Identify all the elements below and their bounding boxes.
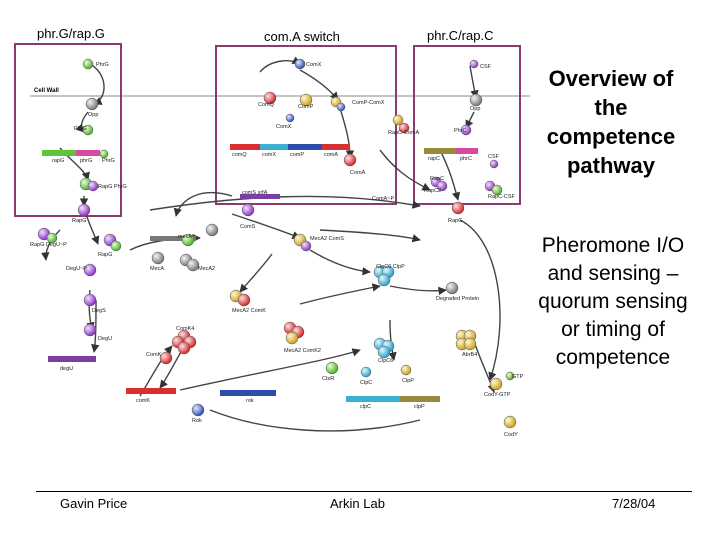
- svg-text:ClpP: ClpP: [402, 378, 414, 384]
- diagram-labels: PhrG Opp PhrG rapG phrG PhrG RapG PhrG R…: [30, 62, 524, 438]
- label-phrg-rapg: phr.G/rap.G: [37, 26, 105, 41]
- svg-text:ComA~P: ComA~P: [372, 196, 394, 202]
- slide-title: Overview of the competence pathway: [546, 66, 676, 178]
- svg-text:RapG: RapG: [72, 218, 86, 224]
- svg-text:comP: comP: [290, 152, 304, 158]
- svg-text:CSF: CSF: [488, 154, 500, 160]
- svg-text:MecA2 ComK2: MecA2 ComK2: [284, 348, 321, 354]
- svg-text:ComX: ComX: [306, 62, 322, 68]
- svg-text:RapG PhrG: RapG PhrG: [98, 184, 127, 190]
- svg-text:MecA2 ComS: MecA2 ComS: [310, 236, 344, 242]
- svg-text:ComX: ComX: [276, 124, 292, 130]
- svg-text:comX: comX: [262, 152, 276, 158]
- svg-text:CSF: CSF: [480, 64, 492, 70]
- svg-text:ClpC: ClpC: [360, 380, 372, 386]
- svg-text:phrG: phrG: [80, 158, 92, 164]
- svg-text:phrC: phrC: [460, 156, 472, 162]
- box-phrg-rapg: [14, 43, 122, 217]
- svg-text:RapG DegU~P: RapG DegU~P: [30, 242, 67, 248]
- svg-text:PhrG: PhrG: [74, 126, 87, 132]
- footer-divider: [36, 491, 692, 492]
- svg-text:ClpC6 ClpP: ClpC6 ClpP: [376, 264, 405, 270]
- svg-text:PhrC: PhrC: [454, 128, 467, 134]
- svg-text:rapC: rapC: [428, 156, 440, 162]
- svg-text:comA: comA: [324, 152, 338, 158]
- svg-text:ComK: ComK: [146, 352, 162, 358]
- svg-text:rapG: rapG: [52, 158, 64, 164]
- svg-text:Opp: Opp: [88, 112, 98, 118]
- svg-text:Rok: Rok: [192, 418, 202, 424]
- svg-text:CodY: CodY: [504, 432, 518, 438]
- svg-text:PhrG: PhrG: [102, 158, 115, 164]
- gene-bars: [42, 144, 478, 402]
- svg-text:mecA: mecA: [178, 234, 192, 240]
- svg-text:ComA: ComA: [350, 170, 366, 176]
- svg-text:MecA: MecA: [150, 266, 164, 272]
- svg-text:ComS: ComS: [240, 224, 256, 230]
- svg-text:DegU~P: DegU~P: [66, 266, 87, 272]
- footer-lab: Arkin Lab: [330, 496, 385, 511]
- svg-text:DegU: DegU: [98, 336, 112, 342]
- svg-text:ClpC6: ClpC6: [378, 358, 393, 364]
- svg-text:MecA2: MecA2: [198, 266, 215, 272]
- svg-text:Degraded Protein: Degraded Protein: [436, 296, 479, 302]
- svg-text:ComQ: ComQ: [258, 102, 275, 108]
- svg-text:Opp: Opp: [470, 106, 480, 112]
- svg-text:comK: comK: [136, 398, 150, 404]
- svg-text:ComP: ComP: [298, 104, 314, 110]
- svg-text:RapC2: RapC2: [424, 188, 441, 194]
- svg-text:ComP-ComX: ComP-ComX: [352, 100, 385, 106]
- footer-author: Gavin Price: [60, 496, 128, 511]
- svg-text:GTP: GTP: [512, 374, 524, 380]
- svg-text:RapG: RapG: [448, 218, 462, 224]
- box-coma-switch: [215, 45, 397, 205]
- svg-text:DegS: DegS: [92, 308, 106, 314]
- box-phrc-rapc: [413, 45, 521, 205]
- svg-text:RapG: RapG: [98, 252, 112, 258]
- svg-text:RapC-ComA: RapC-ComA: [388, 130, 420, 136]
- label-coma-switch: com.A switch: [264, 29, 340, 44]
- svg-text:comS srfA: comS srfA: [242, 190, 268, 196]
- svg-text:AbrB4: AbrB4: [462, 352, 477, 358]
- svg-text:RapC-CSF: RapC-CSF: [488, 194, 516, 200]
- cell-wall-label: Cell Wall: [34, 88, 59, 94]
- svg-text:degU: degU: [60, 366, 73, 372]
- molecules: [37, 58, 517, 429]
- svg-text:CodY-GTP: CodY-GTP: [484, 392, 511, 398]
- svg-text:RapC: RapC: [430, 176, 444, 182]
- footer-date: 7/28/04: [612, 496, 656, 511]
- svg-text:comQ: comQ: [232, 152, 247, 158]
- svg-text:MecA2 ComK: MecA2 ComK: [232, 308, 266, 314]
- svg-text:ComK4: ComK4: [176, 326, 194, 332]
- svg-text:CtsR: CtsR: [322, 376, 334, 382]
- svg-text:PhrG: PhrG: [96, 62, 109, 68]
- svg-text:clpP: clpP: [414, 404, 425, 410]
- label-phrc-rapc: phr.C/rap.C: [427, 28, 494, 43]
- svg-text:clpC: clpC: [360, 404, 371, 410]
- slide-body-text: Pheromone I/O and sensing – quorum sensi…: [538, 234, 688, 369]
- svg-text:rok: rok: [246, 398, 254, 404]
